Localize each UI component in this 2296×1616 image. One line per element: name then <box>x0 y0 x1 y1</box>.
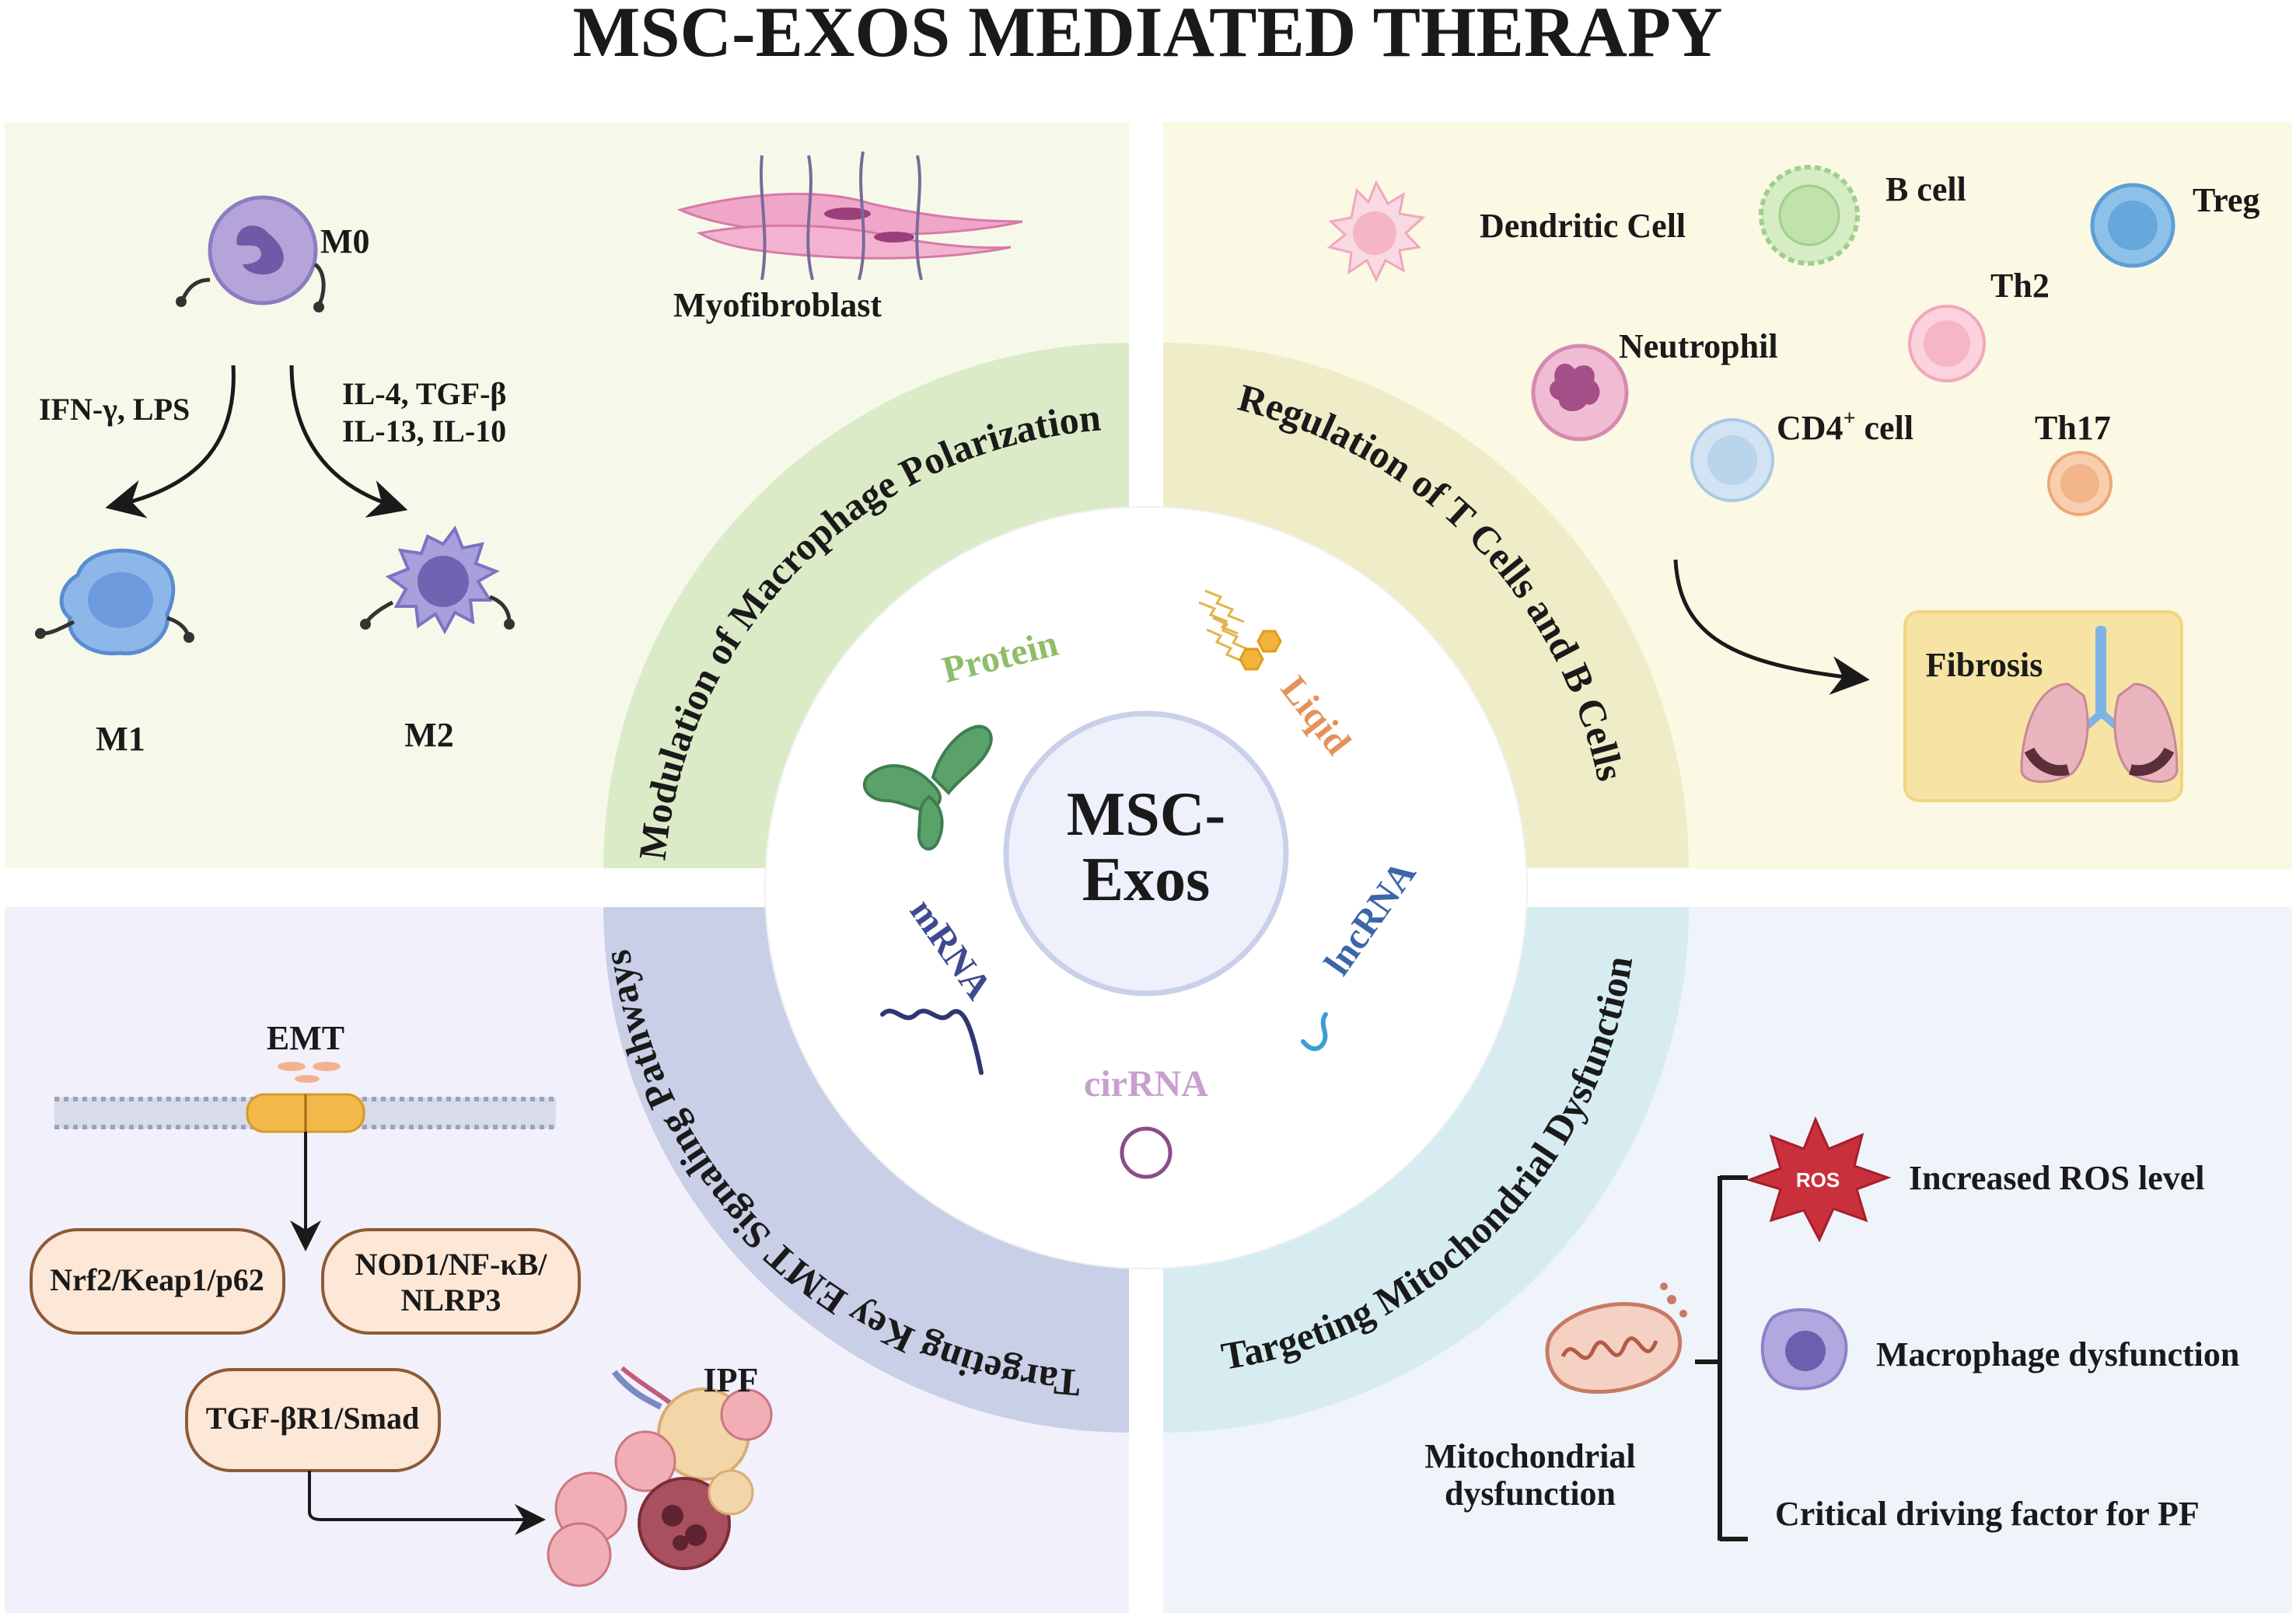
th2-label: Th2 <box>1990 267 2050 305</box>
membrane-receptor-icon <box>246 1093 365 1133</box>
pathway-nod1-box <box>321 1228 581 1335</box>
arrow-to-m1 <box>105 365 236 518</box>
treg-icon <box>2090 183 2175 268</box>
cd4-cell-icon <box>1690 418 1774 502</box>
m1-label: M1 <box>96 720 145 758</box>
macrophage-dysfunction-label: Macrophage dysfunction <box>1876 1335 2239 1373</box>
b-cell-label: B cell <box>1885 170 1966 208</box>
center-label-line2: Exos <box>1082 846 1211 914</box>
lncrna-icon <box>1301 1012 1328 1052</box>
pathway-nod1-label-2: NLRP3 <box>401 1283 501 1318</box>
emt-label: EMT <box>267 1019 344 1057</box>
diagram-title: MSC-EXOS MEDIATED THERAPY <box>573 0 1723 72</box>
myofibroblast-icon <box>676 151 1023 281</box>
myofibroblast-label: Myofibroblast <box>673 286 882 324</box>
pathway-nrf2-box <box>30 1228 285 1335</box>
m2-stimulus-label-1: IL-4, TGF-β <box>342 376 506 411</box>
arrow-to-fibrosis <box>1673 559 1870 695</box>
ros-level-label: Increased ROS level <box>1909 1159 2205 1197</box>
fibrosis-box <box>1903 610 2183 802</box>
ros-badge-label: ROS <box>1796 1168 1840 1192</box>
m1-stimulus-label: IFN-γ, LPS <box>39 392 190 427</box>
center-label-line1: MSC- <box>1067 780 1225 849</box>
cd4-cell-label: CD4+ cell <box>1777 407 1913 447</box>
lipid-icon <box>1198 589 1282 671</box>
ipf-label: IPF <box>704 1361 759 1399</box>
th2-icon <box>1908 305 1986 382</box>
m2-stimulus-label-2: IL-13, IL-10 <box>342 414 506 449</box>
arrow-to-m2 <box>289 365 408 518</box>
b-cell-icon <box>1759 165 1860 266</box>
arrow-to-ipf <box>308 1471 546 1535</box>
dysfunctional-macrophage-icon <box>1760 1308 1848 1391</box>
m2-label: M2 <box>404 716 454 754</box>
th17-label: Th17 <box>2035 409 2111 447</box>
pathway-tgf-box <box>185 1368 441 1472</box>
outer-ring <box>591 334 1699 1442</box>
critical-factor-label: Critical driving factor for PF <box>1775 1495 2200 1533</box>
pathway-nrf2-label: Nrf2/Keap1/p62 <box>50 1262 264 1297</box>
macrophage-m0 <box>176 195 326 312</box>
emt-receptor-icon <box>278 1062 341 1083</box>
mrna-icon <box>880 1008 984 1075</box>
lungs-icon <box>2020 626 2179 784</box>
cirrna-icon <box>1120 1126 1172 1179</box>
mito-dysfunction-label-2: dysfunction <box>1445 1475 1616 1513</box>
ipf-lung-icon <box>547 1366 773 1587</box>
mito-dysfunction-label-1: Mitochondrial <box>1424 1437 1635 1475</box>
dendritic-cell-label: Dendritic Cell <box>1480 207 1686 245</box>
pathway-nod1-label-1: NOD1/NF-κB/ <box>355 1247 548 1282</box>
ros-burst-icon <box>1746 1116 1892 1243</box>
center-msc-exos: MSC- Exos <box>1003 710 1289 996</box>
neutrophil-icon <box>1531 344 1629 442</box>
pathway-tgf-label: TGF-βR1/Smad <box>206 1401 419 1436</box>
mitochondrion-icon <box>1545 1283 1687 1394</box>
m0-label: M0 <box>320 222 370 260</box>
dendritic-cell-icon <box>1326 180 1426 283</box>
macrophage-m1 <box>35 548 194 656</box>
neutrophil-label: Neutrophil <box>1619 327 1778 365</box>
th17-icon <box>2047 451 2113 516</box>
fibrosis-label: Fibrosis <box>1926 646 2043 684</box>
cargo-cirrna-label: cirRNA <box>1084 1063 1208 1105</box>
macrophage-m2 <box>360 525 515 635</box>
protein-icon <box>862 724 993 851</box>
treg-label: Treg <box>2193 181 2259 219</box>
